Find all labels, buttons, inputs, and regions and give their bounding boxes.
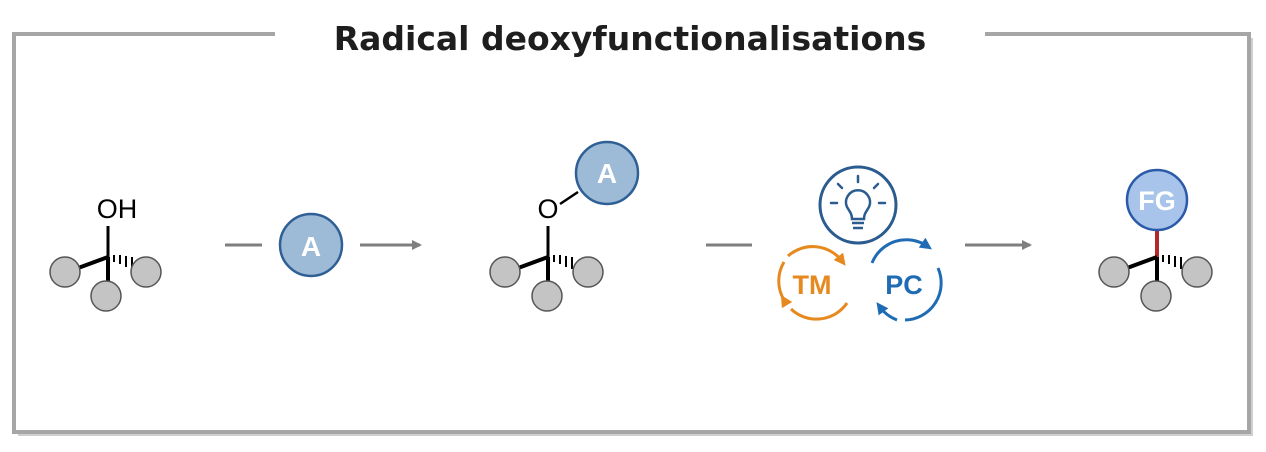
activated-intermediate: O A (489, 140, 640, 312)
substituent-bottom (90, 280, 122, 312)
tm-catalytic-cycle: TM (777, 245, 849, 321)
substituent-bottom-3 (1140, 280, 1172, 312)
substituent-left (49, 256, 81, 288)
substituent-left-2 (489, 256, 521, 288)
hash-bond-right-2 (553, 255, 573, 269)
frame (12, 32, 1251, 434)
light-bulb-icon (818, 165, 898, 245)
tm-cycle-arc-bottom (789, 302, 849, 321)
substituent-bottom-2 (531, 280, 563, 312)
tm-cycle-arrow-left (777, 261, 793, 309)
fg-label: FG (1138, 186, 1176, 216)
activator-reagent: A (278, 212, 344, 278)
tm-cycle-arrow-top (787, 245, 846, 266)
pc-label: PC (885, 270, 923, 300)
substituent-right-3 (1181, 256, 1213, 288)
activator-bound (574, 140, 640, 206)
activator-label: A (301, 231, 321, 262)
scheme-title: Radical deoxyfunctionalisations (275, 14, 985, 64)
functionalised-product: FG (1098, 168, 1213, 312)
oxygen-label: O (537, 194, 558, 224)
pc-catalytic-cycle: PC (870, 237, 943, 322)
pc-cycle-arrow-bottom (876, 302, 898, 322)
activator-bound-label: A (597, 158, 617, 189)
substituent-left-3 (1098, 256, 1130, 288)
o-a-bond (559, 190, 579, 206)
substituent-right (130, 256, 162, 288)
tm-label: TM (793, 270, 832, 300)
pc-cycle-arc-right (904, 267, 943, 322)
hash-bond-right-3 (1162, 255, 1182, 269)
substituent-right-2 (572, 256, 604, 288)
oh-label: OH (97, 194, 138, 224)
functional-group (1125, 168, 1189, 232)
pc-cycle-arrow-top (870, 237, 932, 264)
alcohol-substrate: OH (49, 194, 162, 312)
